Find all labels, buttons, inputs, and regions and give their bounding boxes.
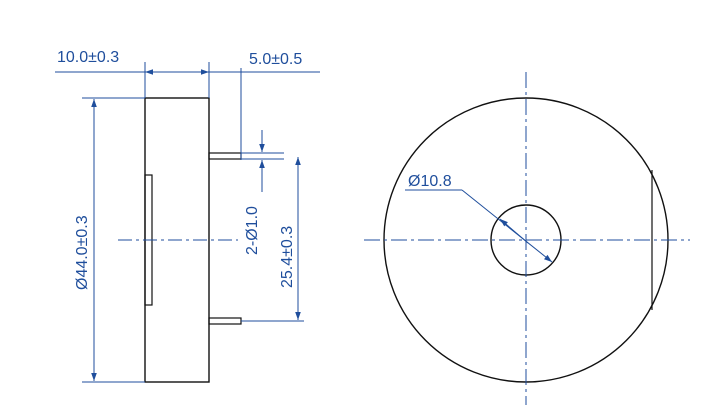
- pin-top: [208, 152, 242, 160]
- pin-diameter-dimension: [241, 130, 284, 192]
- diameter-dimension: [82, 97, 145, 383]
- thickness-dimension: [55, 62, 241, 98]
- pin-bottom: [208, 317, 242, 325]
- pin-length-dimension: [240, 68, 320, 160]
- thickness-label: 10.0±0.3: [57, 49, 119, 66]
- hole-diameter-dimension: [405, 189, 553, 263]
- side-view: 10.0±0.3 5.0±0.5 Ø44.0±0.3 2-Ø1.0: [55, 49, 320, 383]
- pin-spacing-dimension: [241, 157, 304, 322]
- front-view: Ø10.8: [364, 72, 690, 405]
- pin-spacing-label: 25.4±0.3: [279, 226, 296, 288]
- pin-diameter-label: 2-Ø1.0: [244, 206, 261, 255]
- diameter-label: Ø44.0±0.3: [74, 215, 91, 290]
- pin-length-label: 5.0±0.5: [249, 51, 302, 68]
- hole-diameter-label: Ø10.8: [408, 173, 452, 190]
